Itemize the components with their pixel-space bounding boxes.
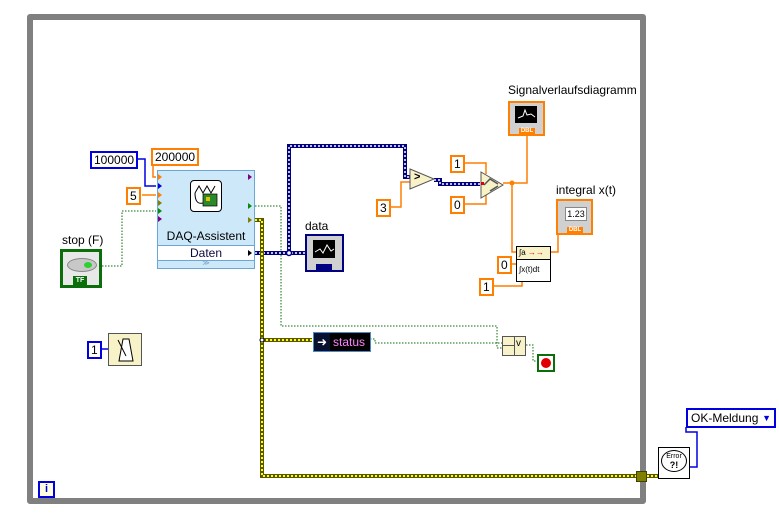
wait-ms-constant[interactable]: 1 [87, 341, 102, 359]
rate-constant[interactable]: 5 [126, 187, 141, 205]
integral-numeric-display: 1.23 [565, 207, 587, 221]
dialog-type-ring[interactable]: OK-Meldung ▼ [686, 408, 776, 428]
wire-samples[interactable] [152, 164, 156, 178]
data-label: data [305, 219, 329, 233]
wire-dialog-type[interactable] [685, 427, 698, 468]
wire-select-false[interactable] [465, 194, 487, 205]
waveform-type-tag: DBL [519, 128, 535, 134]
wire-threshold[interactable] [389, 181, 410, 208]
daq-input-terminal[interactable] [158, 183, 162, 189]
stop-type-tag: TF [73, 276, 87, 285]
waveform-chart-terminal[interactable]: DBL [508, 101, 545, 136]
compare-symbol: > [414, 171, 421, 183]
graph-icon [313, 240, 335, 258]
integral-type-tag: DBL [567, 227, 583, 233]
wire-status[interactable] [370, 338, 502, 344]
daq-input-terminal[interactable] [158, 192, 162, 198]
daq-card-icon [190, 180, 222, 212]
data-type-tag [316, 264, 332, 270]
threshold-constant[interactable]: 3 [376, 199, 391, 217]
wait-ms-function[interactable] [108, 333, 142, 366]
dialog-type-value: OK-Meldung [691, 411, 759, 425]
samples-constant[interactable]: 200000 [151, 148, 200, 166]
stop-button-terminal[interactable]: TF [60, 249, 102, 288]
loop-condition-stop-icon[interactable] [537, 354, 555, 372]
daq-output-terminal[interactable] [248, 217, 252, 223]
wire-timeout[interactable] [133, 158, 156, 187]
greater-than-function[interactable]: > [409, 168, 436, 190]
metronome-icon [117, 338, 134, 362]
integral-indicator-terminal[interactable]: 1.23 DBL [556, 199, 593, 235]
daq-input-terminal[interactable] [158, 174, 162, 180]
while-loop-frame[interactable] [27, 14, 646, 504]
waveform-chart-label: Signalverlaufsdiagramm [508, 83, 637, 97]
wire-integral-dt[interactable] [494, 281, 523, 287]
select-function[interactable] [480, 171, 504, 199]
wire-integral-out[interactable] [550, 234, 559, 253]
status-label: status [333, 335, 366, 349]
integral-label: integral x(t) [556, 183, 617, 197]
wire-junction [509, 180, 515, 186]
integral-function[interactable]: ∫a →→ ∫x(t)dt [516, 246, 551, 282]
wire-or-stop[interactable] [526, 344, 537, 362]
or-symbol: v [516, 338, 521, 349]
select-true-constant[interactable]: 1 [450, 155, 465, 173]
integral-dt-constant[interactable]: 1 [479, 278, 494, 296]
daq-output-terminal[interactable] [248, 174, 252, 180]
iteration-terminal: i [38, 481, 55, 498]
select-false-constant[interactable]: 0 [450, 196, 465, 214]
error-speech-icon: Error ?! [661, 450, 687, 472]
stop-button-icon [67, 258, 97, 272]
timeout-constant[interactable]: 100000 [90, 151, 139, 169]
wire-daq-stopped[interactable] [255, 205, 502, 349]
data-graph-terminal[interactable] [305, 234, 344, 272]
stop-label: stop (F) [62, 233, 104, 247]
integral-initial-constant[interactable]: 0 [497, 256, 512, 274]
wire-select-integral[interactable] [511, 183, 516, 253]
integral-vi-bottom: ∫x(t)dt [519, 265, 540, 274]
error-tunnel[interactable] [636, 471, 647, 482]
status-unbundle[interactable]: ➜ status [313, 332, 371, 352]
daq-output-terminal[interactable] [248, 203, 252, 209]
or-function[interactable]: v [502, 336, 526, 356]
daq-input-terminal[interactable] [158, 208, 162, 214]
daq-output-terminal[interactable] [248, 250, 252, 256]
arrow-right-icon: ➜ [314, 333, 330, 351]
simple-error-handler[interactable]: Error ?! [658, 447, 690, 479]
wire-select-true[interactable] [465, 162, 487, 174]
daq-input-terminal[interactable] [158, 216, 162, 222]
dropdown-arrow-icon[interactable]: ▼ [762, 413, 771, 423]
daq-input-terminal[interactable] [158, 200, 162, 206]
daq-expand-chevron[interactable]: ≫ [202, 260, 210, 267]
daq-title: DAQ-Assistent [166, 229, 246, 243]
integral-vi-top: ∫a →→ [517, 247, 550, 260]
chart-icon [515, 106, 537, 123]
daq-output-daten[interactable]: Daten [158, 245, 254, 261]
daq-assistant[interactable]: DAQ-Assistent Daten ≫ [157, 170, 255, 269]
